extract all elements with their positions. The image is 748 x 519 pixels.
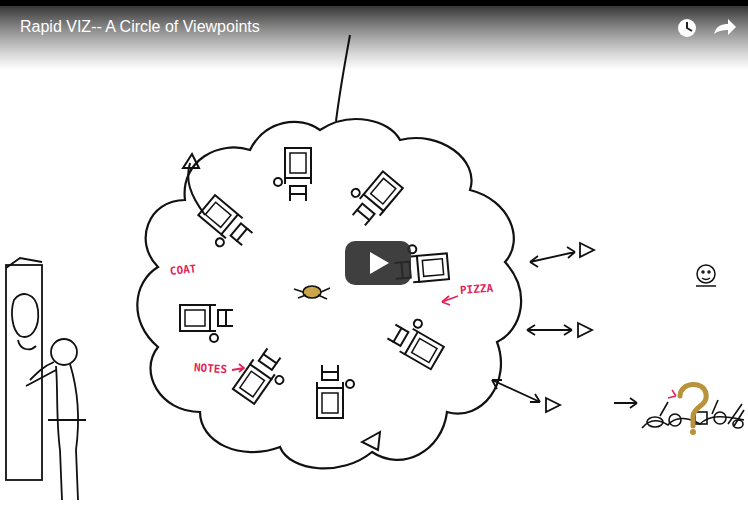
video-title: Rapid VIZ-- A Circle of Viewpoints <box>20 18 260 36</box>
note-label: COAT <box>169 262 197 278</box>
note-label: PIZZA <box>460 282 494 297</box>
note-label: NOTES <box>194 361 228 376</box>
